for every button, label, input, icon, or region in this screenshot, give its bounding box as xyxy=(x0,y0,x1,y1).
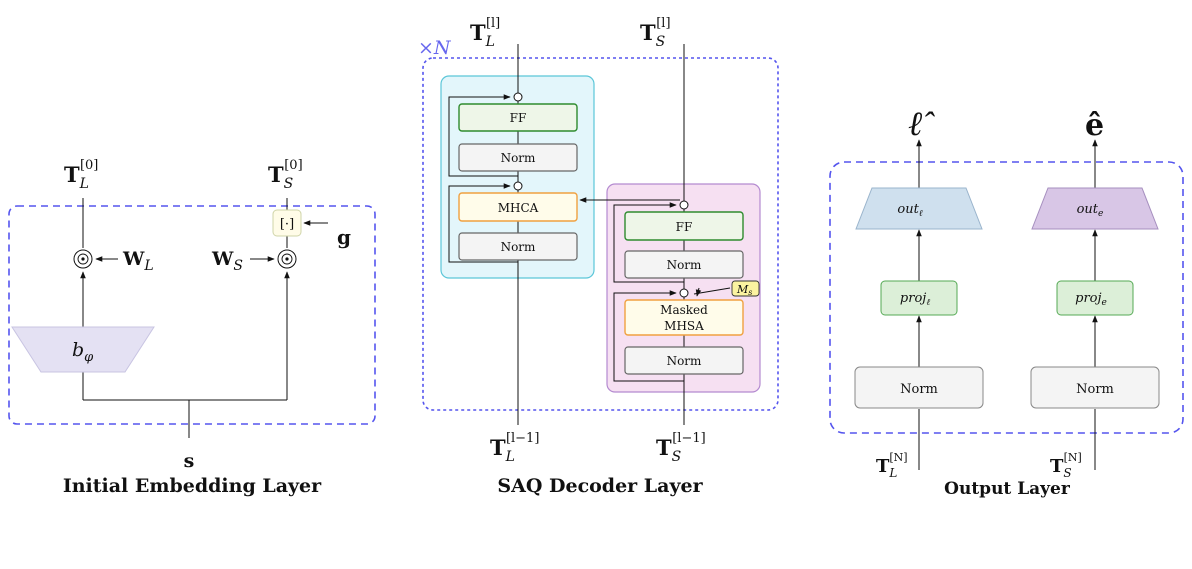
t-l-top-label: TL[l] xyxy=(470,16,500,50)
mhca-block xyxy=(458,192,578,222)
norm-block-right-2 xyxy=(624,346,744,375)
norm-block-right-1 xyxy=(624,250,744,279)
norm-left-1-label: Norm xyxy=(501,151,536,165)
hadamard-icon-l xyxy=(73,249,93,269)
add-node-icon xyxy=(513,181,523,191)
proj-l-block xyxy=(880,280,958,316)
ff-block-right xyxy=(624,211,744,241)
add-node-icon xyxy=(679,288,689,298)
masked-mhsa-block xyxy=(624,299,744,336)
norm-l-label: Norm xyxy=(900,382,938,397)
t-s-bottom-label: TS[l−1] xyxy=(656,431,706,465)
proj-e-label: proje xyxy=(1075,291,1107,308)
ff-right-label: FF xyxy=(676,220,693,234)
decoder-panel: ×N FF Norm MHCA Norm xyxy=(418,16,779,497)
norm-e-block xyxy=(1030,366,1160,409)
output-panel: outℓ oute projℓ proje Norm Norm ℓ̂ ê TL[… xyxy=(829,104,1184,499)
mask-label: Ms xyxy=(736,283,752,297)
norm-left-2-label: Norm xyxy=(501,240,536,254)
mhca-label: MHCA xyxy=(498,201,539,215)
repeat-n-label: ×N xyxy=(418,37,452,59)
out-l-label: outℓ xyxy=(897,202,922,219)
b-phi-label: bφ xyxy=(72,339,94,365)
initial-embedding-panel: bφ [·] TL[0] TS[0] WL WS g s Initial Emb… xyxy=(8,158,376,497)
norm-block-left-1 xyxy=(458,143,578,172)
initial-dashed-border xyxy=(8,205,376,425)
add-node-icon xyxy=(513,92,523,102)
masked-label: Masked xyxy=(660,303,708,317)
initial-caption: Initial Embedding Layer xyxy=(63,475,322,497)
out-e-label: oute xyxy=(1077,202,1104,219)
bracket-label: [·] xyxy=(280,217,294,232)
bracket-block xyxy=(272,209,302,237)
out-l-block xyxy=(855,187,983,230)
norm-right-1-label: Norm xyxy=(667,258,702,272)
mhsa-label: MHSA xyxy=(664,319,704,333)
w-s-label: WS xyxy=(211,248,243,274)
t-s-zero-label: TS[0] xyxy=(268,158,303,192)
mask-badge xyxy=(731,280,760,297)
t-s-top-label: TS[l] xyxy=(640,16,671,50)
proj-l-label: projℓ xyxy=(900,291,930,308)
ff-block-left xyxy=(458,103,578,132)
norm-right-2-label: Norm xyxy=(667,354,702,368)
proj-e-block xyxy=(1056,280,1134,316)
norm-l-block xyxy=(854,366,984,409)
ell-hat-label: ℓ̂ xyxy=(908,104,935,144)
g-label: g xyxy=(337,225,351,249)
t-l-zero-label: TL[0] xyxy=(64,158,98,192)
output-dashed-border xyxy=(829,161,1184,434)
hadamard-icon-s xyxy=(277,249,297,269)
norm-block-left-2 xyxy=(458,232,578,261)
e-hat-label: ê xyxy=(1085,108,1104,143)
s-label: s xyxy=(184,450,195,472)
b-phi-block xyxy=(11,326,155,373)
out-e-block xyxy=(1031,187,1159,230)
w-l-label: WL xyxy=(122,248,154,274)
t-s-n-label: TS[N] xyxy=(1050,451,1082,480)
ff-left-label: FF xyxy=(510,111,527,125)
decoder-caption: SAQ Decoder Layer xyxy=(497,475,703,497)
t-l-bottom-label: TL[l−1] xyxy=(490,431,539,465)
add-node-icon xyxy=(679,200,689,210)
norm-e-label: Norm xyxy=(1076,382,1114,397)
decoder-dotted-border xyxy=(422,57,779,411)
output-caption: Output Layer xyxy=(944,479,1071,499)
t-l-n-label: TL[N] xyxy=(876,451,908,480)
